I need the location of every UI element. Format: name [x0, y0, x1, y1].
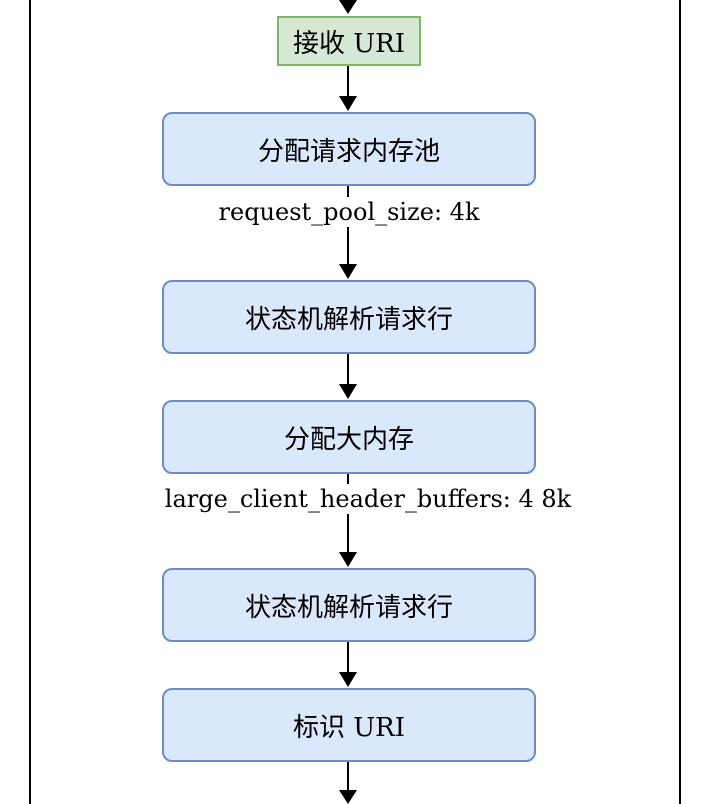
arrowhead-parse-2: [339, 552, 357, 567]
frame-right-border: [679, 0, 681, 804]
node-mark-uri[interactable]: 标识 URI: [162, 688, 536, 762]
arrowhead-large: [339, 384, 357, 399]
node-label: 状态机解析请求行: [244, 304, 453, 335]
arrowhead-pool: [339, 96, 357, 111]
node-parse-request-line-1[interactable]: 状态机解析请求行: [162, 280, 536, 354]
arrowhead-outgoing: [339, 790, 357, 804]
node-label: 分配请求内存池: [257, 136, 440, 167]
edge-label-large-client-header-buffers: large_client_header_buffers: 4 8k: [162, 484, 574, 514]
node-alloc-large-memory[interactable]: 分配大内存: [162, 400, 536, 474]
node-label: 接收 URI: [292, 28, 406, 59]
edge-label-request-pool-size: request_pool_size: 4k: [216, 197, 482, 227]
node-receive-uri[interactable]: 接收 URI: [277, 16, 421, 66]
node-parse-request-line-2[interactable]: 状态机解析请求行: [162, 568, 536, 642]
node-label: 状态机解析请求行: [244, 592, 453, 623]
arrowhead-incoming: [339, 0, 357, 14]
frame-left-border: [29, 0, 31, 804]
node-label: 分配大内存: [283, 424, 414, 455]
node-alloc-request-pool[interactable]: 分配请求内存池: [162, 112, 536, 186]
arrowhead-mark: [339, 672, 357, 687]
node-label: 标识 URI: [292, 712, 406, 743]
arrowhead-parse-1: [339, 264, 357, 279]
